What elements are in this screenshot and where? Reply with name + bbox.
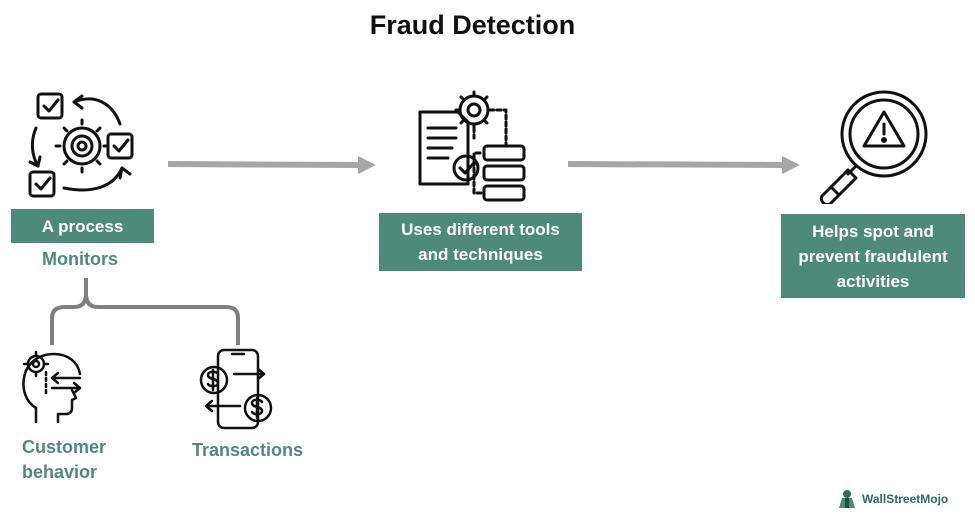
process-cycle-icon	[28, 92, 134, 198]
child-customer-behavior: Customer behavior	[22, 437, 107, 482]
brand-name: WallStreetMojo	[862, 492, 949, 506]
monitors-label: Monitors	[42, 249, 118, 269]
child-transactions: Transactions	[192, 440, 304, 460]
brand-logo-icon	[839, 490, 855, 508]
arrow-2	[567, 156, 800, 174]
money-transfer-phone-icon	[199, 348, 273, 430]
step-tools-box: Uses different tools and techniques	[379, 213, 582, 271]
magnifier-warning-icon	[819, 90, 928, 204]
step-spot-box: Helps spot and prevent fraudulent activi…	[781, 214, 965, 298]
page-title: Fraud Detection	[369, 10, 576, 40]
head-gear-icon	[22, 350, 82, 424]
brand: WallStreetMojo	[836, 488, 948, 510]
arrow-1	[167, 156, 376, 174]
tools-flowchart-icon	[418, 90, 526, 202]
monitors-bracket	[50, 278, 240, 345]
step-process-box: A process	[11, 209, 154, 243]
